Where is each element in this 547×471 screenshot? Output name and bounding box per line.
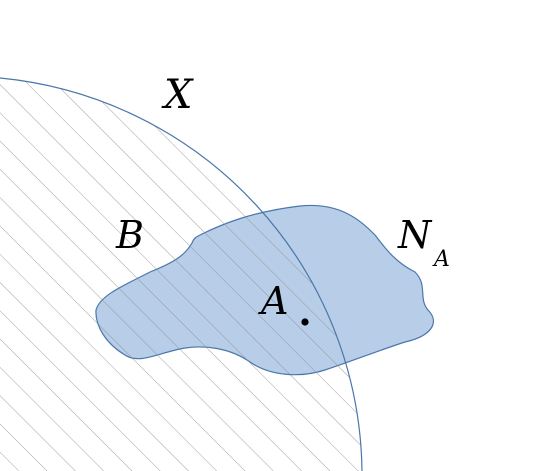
point-a-dot	[301, 318, 309, 326]
label-point-a: A	[258, 279, 288, 323]
label-neighborhood-subscript: A	[432, 247, 450, 272]
label-space-x: X	[161, 72, 194, 118]
set-b-boundary	[0, 77, 363, 471]
label-neighborhood: N	[397, 213, 433, 257]
label-set-b: B	[115, 213, 144, 257]
